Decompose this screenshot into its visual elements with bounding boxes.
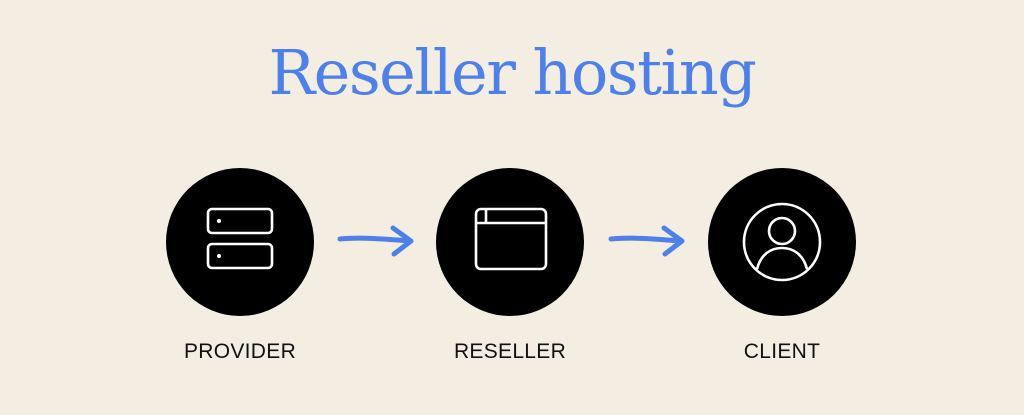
server-icon xyxy=(206,207,274,270)
arrow-right-icon xyxy=(608,225,685,257)
arrow-right-icon xyxy=(337,225,414,257)
user-avatar-icon xyxy=(742,202,822,282)
provider-label: PROVIDER xyxy=(183,340,297,363)
reseller-label: RESELLER xyxy=(453,340,567,363)
browser-window-icon xyxy=(474,207,548,271)
reseller-node xyxy=(436,168,584,316)
provider-node xyxy=(166,168,314,316)
client-node xyxy=(708,168,856,316)
diagram-title: Reseller hosting xyxy=(268,36,757,109)
client-label: CLIENT xyxy=(743,340,821,363)
